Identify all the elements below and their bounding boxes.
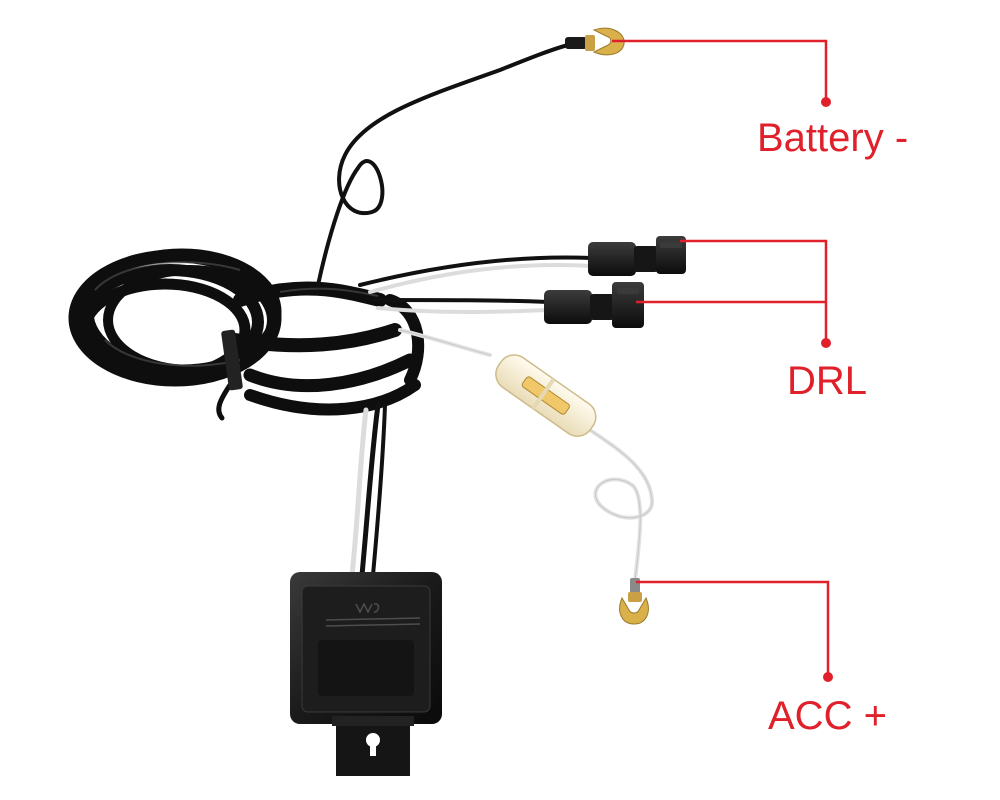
cable-tie xyxy=(221,329,243,391)
acc-positive-label: ACC + xyxy=(768,694,887,738)
control-box-wires xyxy=(349,402,387,578)
drl-label: DRL xyxy=(787,359,868,403)
inline-fuse-holder xyxy=(495,354,597,437)
acc-ring-terminal xyxy=(619,578,649,625)
annotation-lines xyxy=(612,39,830,674)
battery-ground-wire xyxy=(316,42,574,287)
control-module-box xyxy=(290,572,442,776)
cable-coil-highlights xyxy=(94,261,379,367)
drl-wires xyxy=(358,255,594,314)
drl-connector-top xyxy=(588,236,686,276)
annotation-dots xyxy=(821,97,833,682)
cable-coil xyxy=(68,248,425,421)
drl-connector-bottom xyxy=(544,282,644,328)
acc-leader-line xyxy=(636,580,830,674)
battery-ring-terminal xyxy=(565,27,625,56)
battery-negative-label: Battery - xyxy=(757,116,909,160)
battery-leader-line xyxy=(612,39,828,100)
drl-leader-line-top xyxy=(680,239,828,340)
